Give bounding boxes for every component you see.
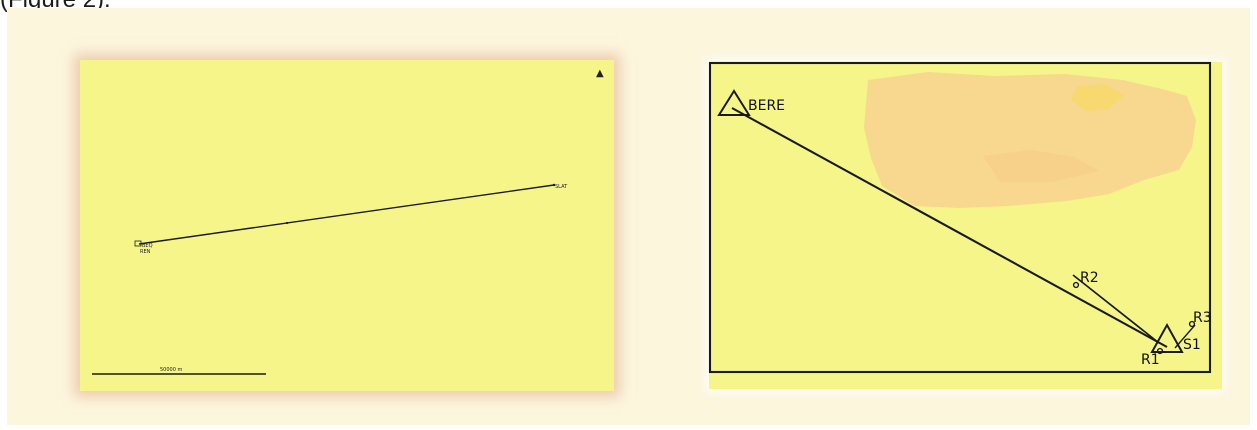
r2-point (1072, 281, 1080, 289)
r1-label: R1 (1141, 352, 1160, 368)
station-left-label-1: BEQ (142, 243, 153, 249)
station-right-marker (552, 183, 556, 187)
scale-bar-label: 50000 m (160, 367, 182, 373)
r2-s1-line (1072, 274, 1160, 344)
bere-label: BERE (748, 98, 785, 114)
bere-triangle-icon (717, 89, 751, 116)
baseline-midpoint-marker (285, 221, 289, 225)
r3-point (1188, 320, 1196, 328)
left-map-svg: BEQ REN SLAT 50000 m ▲ (92, 68, 604, 375)
north-arrow-icon: ▲ (596, 68, 604, 79)
station-left-label-2: REN (140, 249, 151, 255)
r1-point (1156, 347, 1164, 355)
r2-label: R2 (1080, 270, 1099, 286)
s1-label: S1 (1183, 337, 1201, 353)
s1-triangle-icon (1150, 322, 1184, 353)
station-right-label: SLAT (555, 184, 568, 190)
cloud-cover-region (864, 72, 1196, 208)
bere-s1-line (731, 107, 1168, 348)
baseline-line (138, 184, 555, 245)
r3-label: R3 (1193, 310, 1212, 326)
right-map-panel: BERE S1 R1 R2 R3 (708, 61, 1222, 389)
map-frame (708, 61, 1212, 374)
figure-stage: BEQ REN SLAT 50000 m ▲ BERE S1 (7, 8, 1250, 425)
station-left-marker (134, 240, 142, 247)
left-map-panel: BEQ REN SLAT 50000 m ▲ (80, 60, 614, 391)
right-map-svg: BERE S1 R1 R2 R3 (708, 61, 1212, 374)
